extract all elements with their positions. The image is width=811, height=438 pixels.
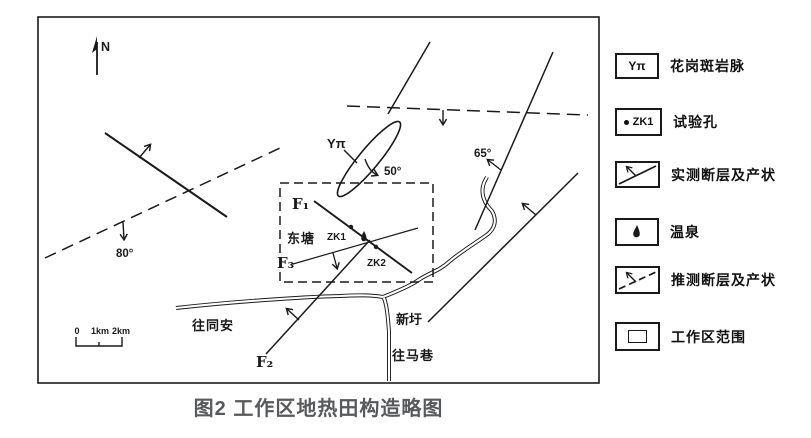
legend-label: 花岗斑岩脉 (670, 58, 745, 74)
granite-porphyry-dike: Yπ 50° (327, 120, 402, 198)
work-area-rect-icon (628, 330, 647, 343)
inferred-fault-icon (618, 271, 657, 290)
place-dongtang: 东塘 (287, 231, 315, 246)
north-arrow-head (92, 36, 97, 53)
borehole-zk2-dot (373, 244, 379, 250)
road-west-core (175, 294, 384, 310)
legend-label: 实测断层及产状 (671, 166, 776, 183)
dike-label: Yπ (327, 136, 346, 151)
fault-f2-label: F₂ (256, 353, 273, 371)
cross-fault-line (387, 41, 431, 115)
hot-spring-icon (633, 225, 640, 238)
work-area-boundary (279, 182, 434, 283)
figure-caption: 图2 工作区地热田构造略图 (193, 398, 444, 420)
road-label-maxiang: 往马巷 (392, 348, 434, 363)
inferred-fault-north (346, 41, 589, 127)
test-hole-symbol: ZK1 (615, 108, 662, 136)
attitude-arrow (521, 202, 537, 216)
map-frame (37, 16, 600, 384)
attitude-arrow (285, 307, 300, 321)
boreholes: ZK1 ZK2 (327, 224, 386, 269)
road-northeast-core (382, 176, 496, 298)
inferred-fault-symbol (615, 266, 660, 294)
legend-label: 试验孔 (673, 114, 718, 130)
measured-fault-symbol (615, 161, 660, 188)
north-label: N (101, 40, 110, 54)
borehole-zk2-label: ZK2 (367, 258, 386, 269)
attitude-arrow (138, 143, 152, 159)
attitude-arrow (486, 158, 502, 171)
fault-f3: F₃ (277, 227, 419, 272)
legend-item-granite-dike: Yπ 花岗斑岩脉 (615, 53, 745, 79)
legend-item-measured-fault: 实测断层及产状 (615, 161, 776, 188)
inferred-fault-nw: 80° (44, 147, 281, 260)
legend: Yπ 花岗斑岩脉 ZK1 试验孔 (615, 0, 805, 390)
legend-item-test-hole: ZK1 试验孔 (615, 108, 718, 136)
borehole-zk1-label: ZK1 (327, 232, 346, 243)
place-xinxu: 新圩 (396, 312, 422, 327)
scale-zero: 0 (74, 326, 79, 336)
legend-label: 工作区范围 (671, 328, 746, 345)
road-west (175, 293, 384, 310)
road-label-tongan: 往同安 (192, 318, 234, 333)
scale-1km: 1km (91, 326, 109, 336)
label-pointer (343, 149, 358, 164)
roads (175, 176, 497, 381)
legend-item-hot-spring: 温泉 (615, 218, 700, 246)
borehole-dot-icon (623, 119, 629, 125)
north-arrow: N (92, 36, 110, 75)
fault-f1-label: F₁ (292, 195, 309, 213)
test-hole-symbol-text: ZK1 (632, 116, 654, 128)
legend-label: 推测断层及产状 (671, 272, 776, 288)
granite-dike-symbol: Yπ (615, 53, 659, 79)
measured-fault-icon (618, 165, 657, 185)
work-area-symbol (615, 322, 660, 351)
granite-dike-symbol-text: Yπ (628, 59, 646, 73)
scale-bar: 0 1km 2km (74, 326, 130, 347)
dip-label-50: 50° (384, 166, 402, 178)
attitude-arrow (119, 221, 128, 242)
hot-spring-symbol-box (615, 218, 659, 246)
legend-label: 温泉 (670, 224, 700, 240)
road-south-core (383, 297, 391, 381)
dip-label-65: 65° (474, 148, 492, 160)
borehole-zk1-dot (348, 224, 354, 230)
hot-spring-symbol (361, 231, 367, 242)
measured-fault-nw (104, 132, 228, 218)
measured-fault-ne: 65° (474, 51, 554, 231)
legend-item-work-area: 工作区范围 (615, 322, 746, 351)
measured-fault-se (427, 172, 579, 323)
attitude-arrow (364, 158, 380, 177)
dike-outline (336, 120, 402, 198)
fault-f3-label: F₃ (277, 254, 294, 272)
attitude-arrow (331, 252, 340, 271)
legend-item-inferred-fault: 推测断层及产状 (615, 266, 776, 294)
dip-label-80: 80° (116, 248, 134, 260)
fault-f2: F₂ (256, 239, 371, 371)
scale-2km: 2km (112, 326, 130, 336)
road-northeast (382, 176, 497, 299)
